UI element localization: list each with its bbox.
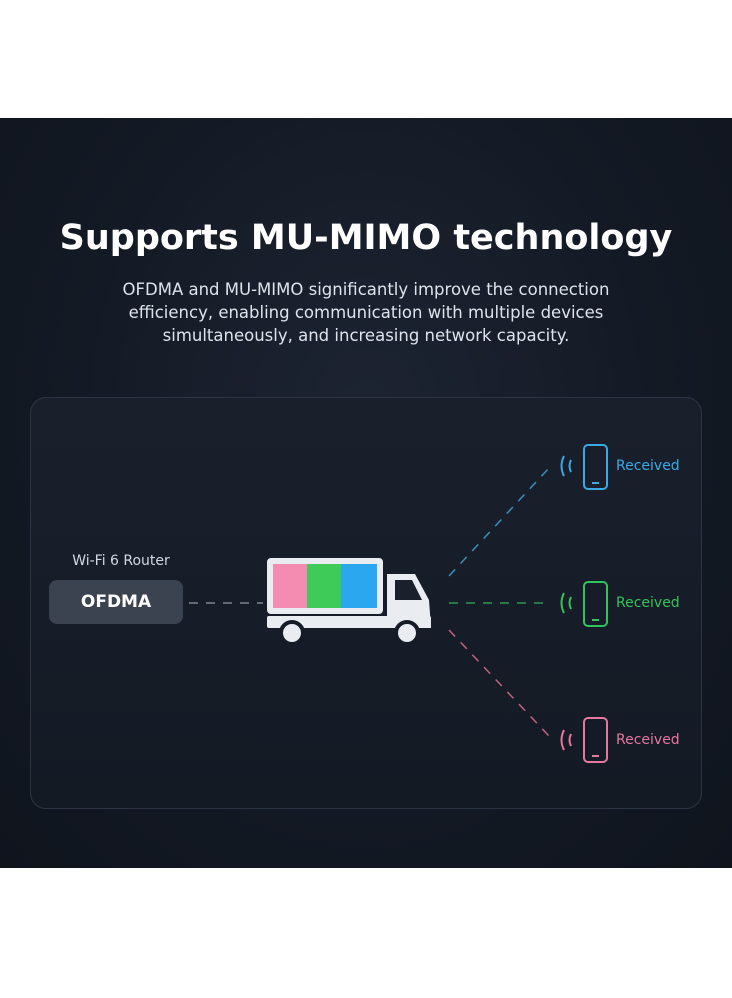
truck-wheel-rear [279, 620, 305, 646]
device-3 [560, 717, 608, 763]
link-line-device-1 [448, 467, 550, 577]
signal-wave-outer [560, 592, 565, 614]
router-label: Wi-Fi 6 Router [72, 553, 170, 569]
device-1-status: Received [616, 458, 680, 474]
signal-wave-inner [568, 733, 572, 747]
signal-wave-outer [560, 729, 565, 751]
device-3-status: Received [616, 732, 680, 748]
device-1 [560, 444, 608, 490]
signal-wave-inner [568, 596, 572, 610]
cargo-block-green [307, 564, 341, 608]
truck-icon [267, 558, 431, 646]
signal-wave-outer [560, 455, 565, 477]
device-2 [560, 581, 608, 627]
phone-icon [583, 717, 608, 763]
truck-chassis [267, 616, 431, 628]
page-title: Supports MU-MIMO technology [59, 218, 673, 258]
truck-window [395, 580, 422, 600]
feature-banner: Supports MU-MIMO technology OFDMA and MU… [0, 118, 732, 868]
diagram-panel: Wi-Fi 6 Router OFDMA [30, 397, 702, 809]
link-line-device-3 [448, 629, 550, 737]
network-diagram [189, 444, 608, 763]
cargo-block-blue [341, 564, 377, 608]
signal-wave-inner [568, 459, 572, 473]
cargo-block-pink [273, 564, 307, 608]
ofdma-badge: OFDMA [49, 580, 183, 624]
device-2-status: Received [616, 595, 680, 611]
phone-icon [583, 581, 608, 627]
truck-wheel-front [394, 620, 420, 646]
page-subtitle: OFDMA and MU-MIMO significantly improve … [122, 280, 610, 345]
phone-icon [583, 444, 608, 490]
